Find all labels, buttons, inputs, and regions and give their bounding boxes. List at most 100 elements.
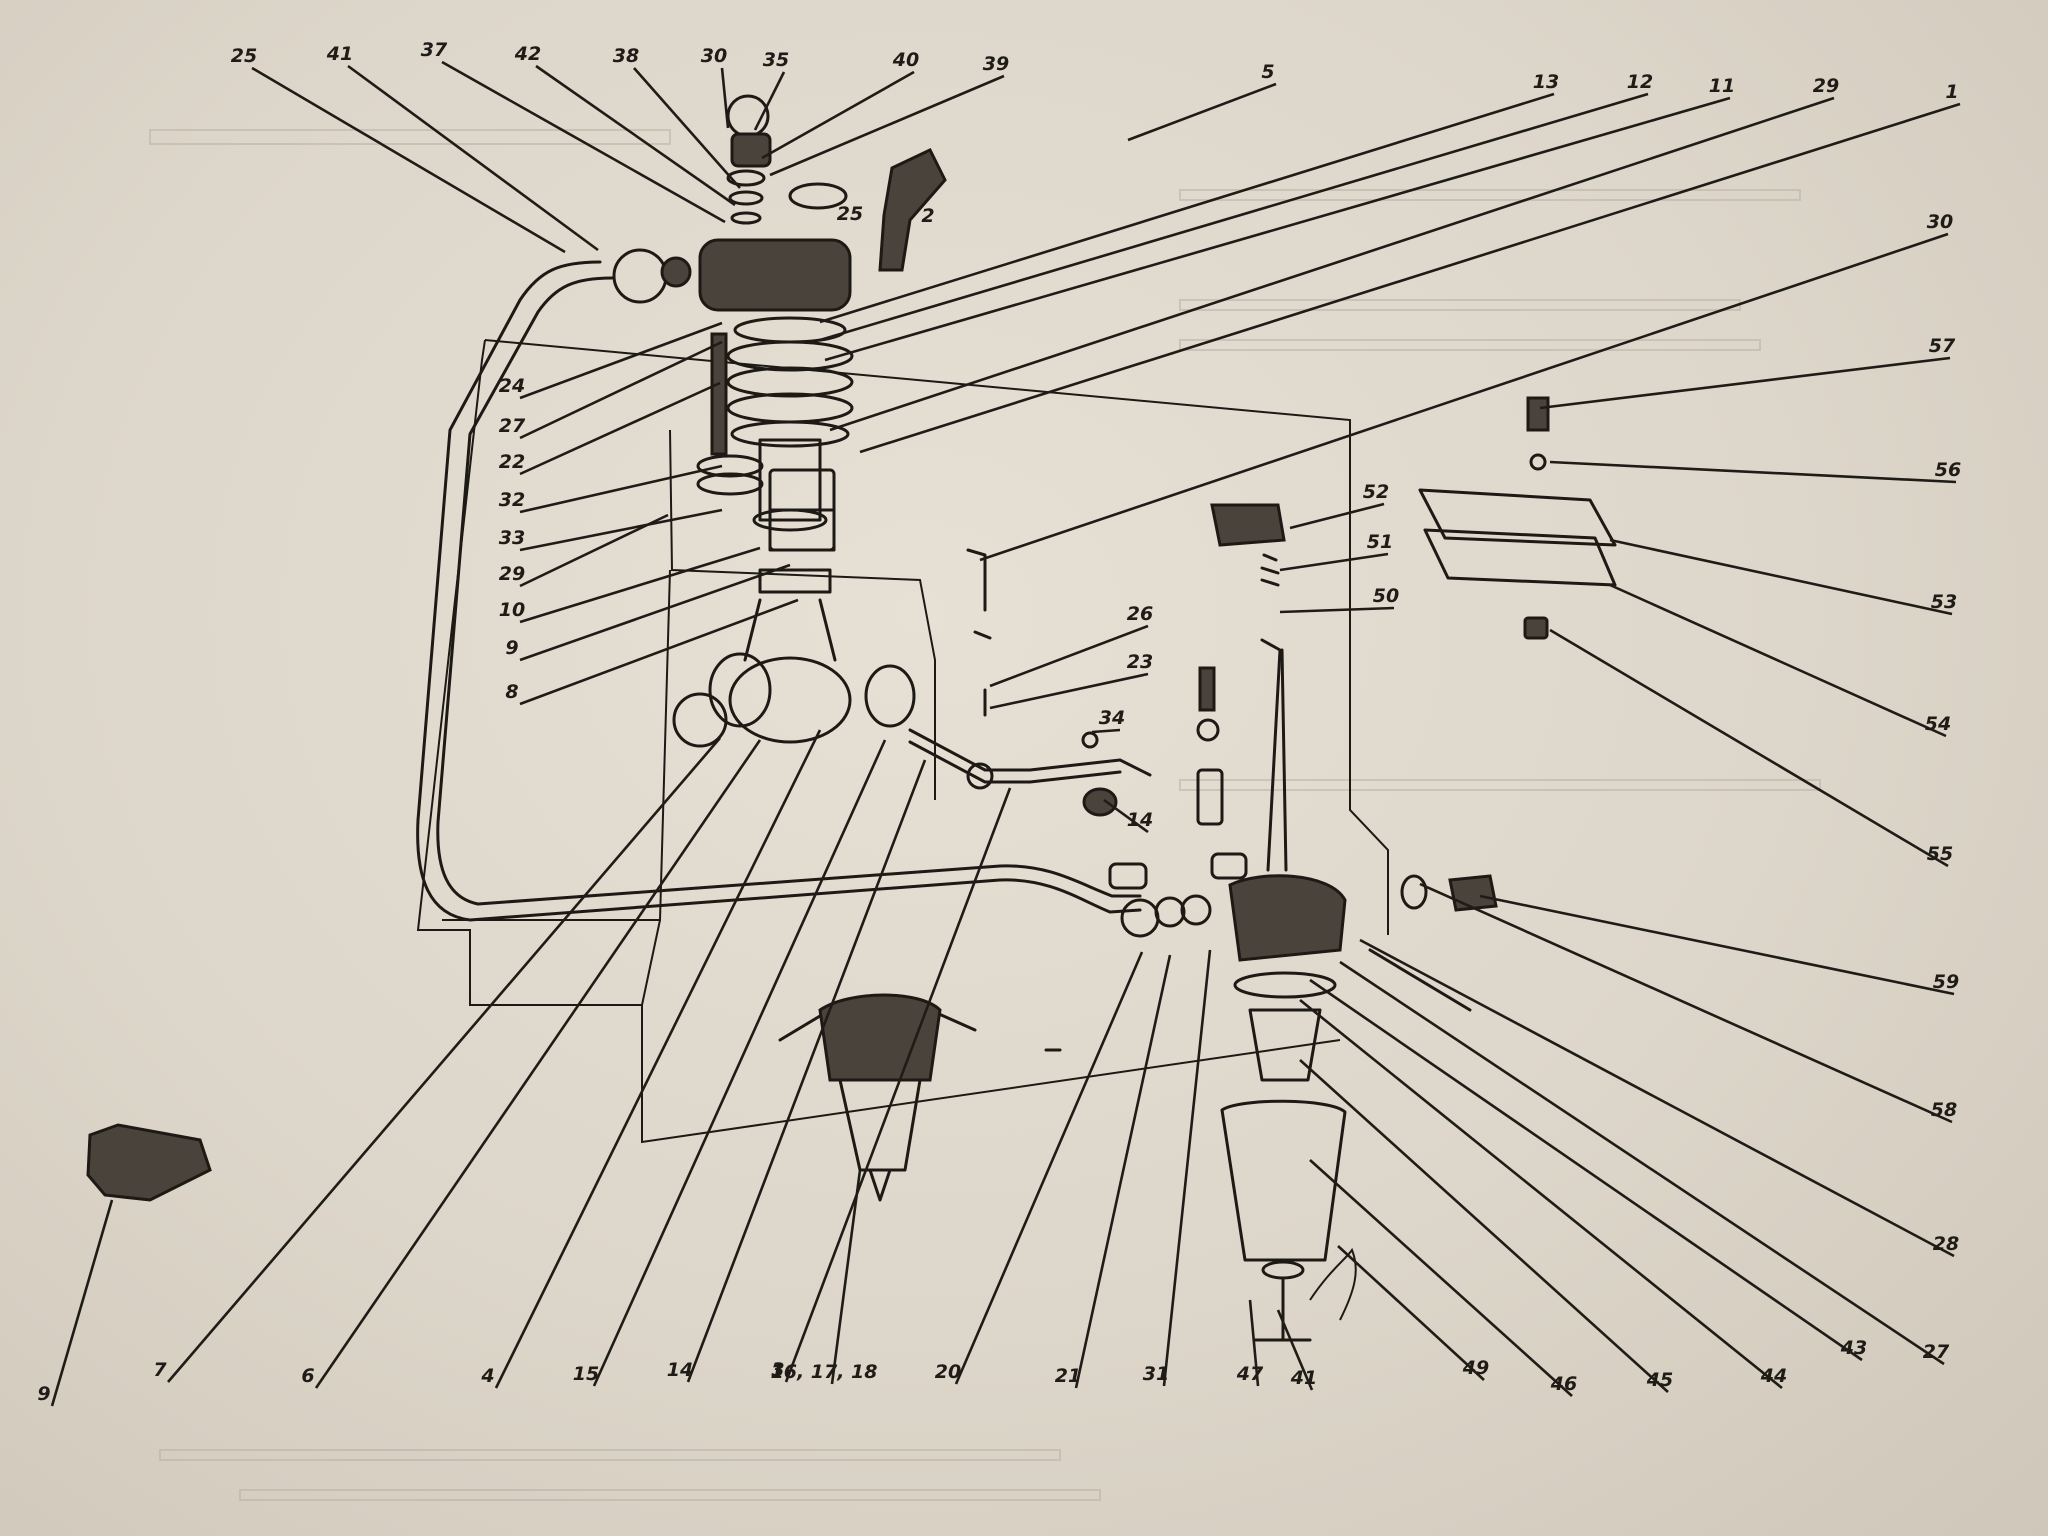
callout-number: 14 — [667, 1359, 693, 1381]
callout-leader — [1299, 998, 1783, 1390]
governor-valve — [1120, 874, 1498, 1342]
callout-leader — [347, 64, 599, 252]
callout-8: 8 — [505, 598, 799, 706]
callout-number: 44 — [1760, 1365, 1787, 1387]
callout-46: 46 — [1309, 1159, 1577, 1397]
loose-parts — [966, 503, 1472, 1052]
callout-leader — [720, 67, 730, 129]
callout-leader — [1609, 583, 1947, 738]
callout-54: 54 — [1609, 583, 1951, 738]
callout-number: 9 — [505, 637, 518, 659]
callout-number: 59 — [1933, 971, 1959, 993]
callout-leader — [1479, 894, 1955, 996]
callout-leader — [1419, 882, 1953, 1124]
callout-leader — [519, 381, 721, 476]
callout-number: 25 — [231, 45, 257, 67]
callout-leader — [829, 96, 1835, 432]
callout-22: 22 — [499, 381, 721, 476]
callout-leader — [819, 92, 1555, 324]
callout-number: 12 — [1627, 71, 1653, 93]
callout-number: 27 — [1923, 1341, 1950, 1363]
callout-number: 21 — [1055, 1365, 1081, 1387]
callout-number: 10 — [499, 599, 525, 621]
callout-leader — [1549, 628, 1949, 868]
callout-leader — [1103, 798, 1149, 834]
callout-number: 43 — [1840, 1337, 1867, 1359]
callout-number: 5 — [1261, 61, 1274, 83]
callout-number: 46 — [1550, 1373, 1577, 1395]
callout-leader — [50, 1199, 114, 1407]
callout-2: 2 — [921, 205, 934, 227]
callout-number: 20 — [935, 1361, 961, 1383]
callout-56: 56 — [1549, 459, 1961, 484]
callout-leader — [441, 60, 726, 224]
callout-number: 1 — [1945, 81, 1958, 103]
callout-number: 56 — [1935, 459, 1961, 481]
callout-leader — [1248, 1299, 1260, 1387]
callout-30a: 30 — [701, 45, 730, 129]
crank-assembly — [672, 568, 1152, 790]
callout-leader — [859, 102, 1961, 454]
callout-number: 41 — [326, 43, 353, 65]
callout-leader — [519, 513, 669, 588]
callout-number: 42 — [514, 43, 541, 65]
callout-3a: 3 — [771, 787, 1012, 1383]
callout-leader — [519, 598, 799, 706]
callout-leader — [519, 563, 791, 662]
compressor-head — [612, 94, 947, 312]
air-line — [416, 260, 1142, 922]
callout-number: 14 — [1127, 809, 1153, 831]
callout-30b: 30 — [979, 211, 1953, 562]
callout-leader — [633, 67, 741, 189]
callout-number: 11 — [1709, 75, 1735, 97]
callout-number: 15 — [573, 1363, 599, 1385]
callout-number: 25 — [837, 203, 863, 225]
callout-31: 31 — [1143, 949, 1212, 1387]
callout-41b: 41 — [1276, 1309, 1317, 1391]
callout-number: 38 — [613, 45, 639, 67]
callout-number: 8 — [505, 681, 518, 703]
callout-5: 5 — [1127, 61, 1277, 142]
callout-58: 58 — [1419, 882, 1957, 1124]
callout-leader — [1337, 1245, 1485, 1381]
callout-leader — [1279, 606, 1395, 614]
callout-34: 34 — [1091, 707, 1125, 734]
callout-leader — [761, 70, 915, 160]
callout-number: 53 — [1931, 591, 1957, 613]
callout-1: 1 — [859, 81, 1961, 454]
callout-leader — [519, 340, 723, 440]
callout-43: 43 — [1309, 978, 1867, 1362]
callout-44: 44 — [1299, 998, 1787, 1390]
callout-number: 27 — [499, 415, 526, 437]
callout-number: 49 — [1462, 1357, 1489, 1379]
callout-number: 24 — [499, 375, 525, 397]
callout-leader — [989, 672, 1149, 710]
callout-leader — [1162, 949, 1212, 1387]
frame-outline — [416, 339, 1389, 1144]
callout-53: 53 — [1609, 538, 1957, 616]
callout-leader — [1609, 538, 1953, 616]
callout-leader — [167, 737, 721, 1383]
callout-41a: 41 — [326, 43, 599, 252]
callout-number: 28 — [1933, 1233, 1959, 1255]
callout-25a: 25 — [231, 45, 566, 254]
callout-leader — [979, 232, 1949, 562]
callout-number: 23 — [1127, 651, 1153, 673]
callout-number: 3 — [771, 1359, 784, 1381]
callout-number: 50 — [1373, 585, 1399, 607]
callout-35: 35 — [753, 49, 789, 131]
callout-leader — [519, 546, 761, 624]
callout-leader — [494, 729, 822, 1389]
callout-16-18: 16, 17, 18 — [771, 1169, 878, 1385]
callout-leader — [830, 1169, 862, 1385]
callout-number: 30 — [1927, 211, 1953, 233]
callout-leader — [1309, 1159, 1573, 1397]
callout-number: 30 — [701, 45, 727, 67]
callout-number: 29 — [499, 563, 525, 585]
callout-leader — [519, 464, 723, 514]
callout-47: 47 — [1236, 1299, 1264, 1387]
callout-leader — [769, 74, 1005, 177]
callout-number: 40 — [892, 49, 919, 71]
